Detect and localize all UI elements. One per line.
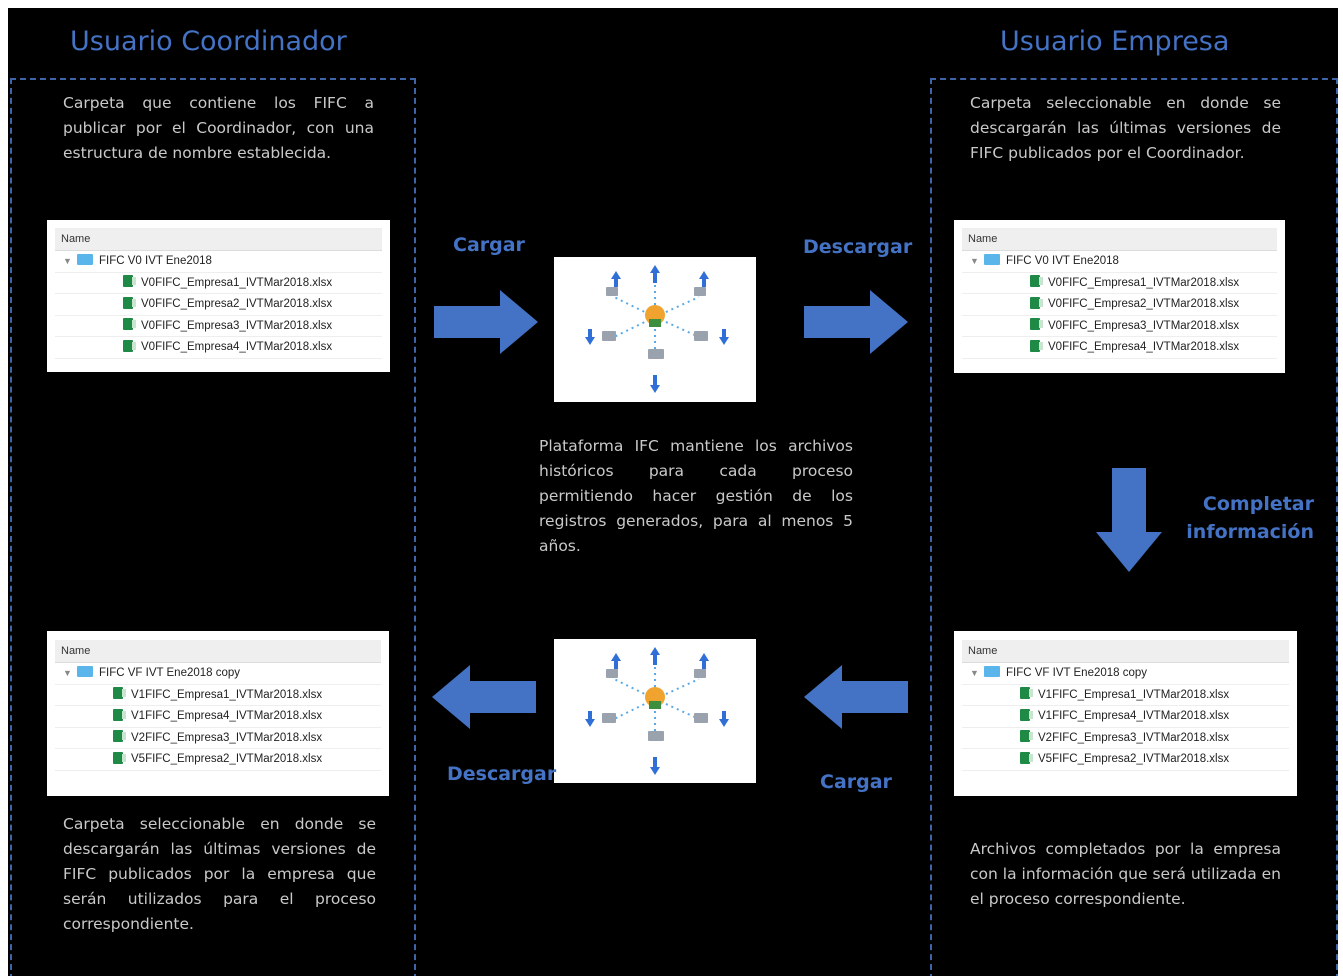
folder-icon xyxy=(77,666,93,678)
file-row[interactable]: V0FIFC_Empresa2_IVTMar2018.xlsx xyxy=(55,294,382,316)
file-row[interactable]: V1FIFC_Empresa1_IVTMar2018.xlsx xyxy=(962,685,1289,706)
description-top-right: Carpeta seleccionable en donde se descar… xyxy=(970,94,1281,162)
column-header[interactable]: Name xyxy=(55,228,382,251)
folder-icon xyxy=(984,254,1000,266)
label-completar-line1: Completar xyxy=(1202,493,1314,515)
folder-name: FIFC VF IVT Ene2018 copy xyxy=(99,667,241,679)
file-name: V0FIFC_Empresa2_IVTMar2018.xlsx xyxy=(141,298,333,310)
platform-image-bottom xyxy=(554,639,756,783)
excel-file-icon xyxy=(1020,751,1033,764)
platform-image-top xyxy=(554,257,756,402)
folder-name: FIFC VF IVT Ene2018 copy xyxy=(1006,667,1148,679)
excel-file-icon xyxy=(123,275,136,288)
folder-row[interactable]: ▼ FIFC VF IVT Ene2018 copy xyxy=(962,663,1289,685)
file-name: V1FIFC_Empresa4_IVTMar2018.xlsx xyxy=(131,710,323,722)
arrow-down-completar-icon xyxy=(1096,468,1162,572)
description-center: Plataforma IFC mantiene los archivos his… xyxy=(539,437,853,555)
file-row[interactable]: V0FIFC_Empresa4_IVTMar2018.xlsx xyxy=(55,337,382,359)
file-name: V5FIFC_Empresa2_IVTMar2018.xlsx xyxy=(1038,753,1230,765)
file-name: V0FIFC_Empresa4_IVTMar2018.xlsx xyxy=(1048,341,1240,353)
heading-usuario-empresa: Usuario Empresa xyxy=(1000,26,1230,57)
file-name: V0FIFC_Empresa3_IVTMar2018.xlsx xyxy=(141,319,333,332)
column-header[interactable]: Name xyxy=(962,640,1289,663)
file-name: V1FIFC_Empresa1_IVTMar2018.xlsx xyxy=(131,688,323,701)
excel-file-icon xyxy=(113,730,126,743)
file-row[interactable]: V2FIFC_Empresa3_IVTMar2018.xlsx xyxy=(962,728,1289,749)
excel-file-icon xyxy=(123,318,136,331)
file-row[interactable]: V5FIFC_Empresa2_IVTMar2018.xlsx xyxy=(55,749,381,771)
label-cargar-bottom: Cargar xyxy=(820,771,892,793)
disclosure-triangle-icon[interactable]: ▼ xyxy=(970,256,979,266)
arrow-left-descargar-icon xyxy=(432,665,536,729)
file-name: V2FIFC_Empresa3_IVTMar2018.xlsx xyxy=(131,731,323,744)
diagram-canvas: Usuario Coordinador Usuario Empresa Carp… xyxy=(8,8,1338,976)
description-bottom-right: Archivos completados por la empresa con … xyxy=(970,840,1281,908)
file-row[interactable]: V0FIFC_Empresa4_IVTMar2018.xlsx xyxy=(962,337,1277,359)
arrow-left-cargar-icon xyxy=(804,665,908,729)
folder-icon xyxy=(984,666,1000,678)
excel-file-icon xyxy=(1020,687,1033,700)
file-row[interactable]: V0FIFC_Empresa3_IVTMar2018.xlsx xyxy=(962,316,1277,337)
disclosure-triangle-icon[interactable]: ▼ xyxy=(63,668,72,678)
file-row[interactable]: V1FIFC_Empresa1_IVTMar2018.xlsx xyxy=(55,685,381,706)
folder-row[interactable]: ▼ FIFC V0 IVT Ene2018 xyxy=(55,251,382,273)
disclosure-triangle-icon[interactable]: ▼ xyxy=(970,668,979,678)
excel-file-icon xyxy=(1020,730,1033,743)
file-row[interactable]: V0FIFC_Empresa1_IVTMar2018.xlsx xyxy=(962,273,1277,294)
excel-file-icon xyxy=(113,708,126,721)
excel-file-icon xyxy=(1030,296,1043,309)
description-top-left: Carpeta que contiene los FIFC a publicar… xyxy=(63,94,374,162)
network-platform-icon xyxy=(585,647,729,775)
coordinador-frame xyxy=(10,78,416,976)
arrow-right-cargar-icon xyxy=(434,290,538,354)
file-name: V5FIFC_Empresa2_IVTMar2018.xlsx xyxy=(131,753,323,765)
network-platform-icon xyxy=(585,265,729,393)
label-cargar-top: Cargar xyxy=(453,234,525,256)
description-bottom-left: Carpeta seleccionable en donde se descar… xyxy=(63,815,376,933)
folder-panel-top-right: Name ▼ FIFC V0 IVT Ene2018 V0FIFC_Empresa… xyxy=(954,220,1285,373)
disclosure-triangle-icon[interactable]: ▼ xyxy=(63,256,72,266)
excel-file-icon xyxy=(113,751,126,764)
label-descargar-top: Descargar xyxy=(803,236,913,258)
column-header[interactable]: Name xyxy=(55,640,381,663)
file-row[interactable]: V0FIFC_Empresa1_IVTMar2018.xlsx xyxy=(55,273,382,294)
excel-file-icon xyxy=(1030,318,1043,331)
excel-file-icon xyxy=(1030,339,1043,352)
file-name: V1FIFC_Empresa1_IVTMar2018.xlsx xyxy=(1038,688,1230,701)
folder-panel-top-left: Name ▼ FIFC V0 IVT Ene2018 V0FIFC_Empresa… xyxy=(47,220,390,372)
excel-file-icon xyxy=(1020,708,1033,721)
folder-name: FIFC V0 IVT Ene2018 xyxy=(99,255,212,267)
file-row[interactable]: V0FIFC_Empresa2_IVTMar2018.xlsx xyxy=(962,294,1277,316)
file-row[interactable]: V0FIFC_Empresa3_IVTMar2018.xlsx xyxy=(55,316,382,337)
column-header[interactable]: Name xyxy=(962,228,1277,251)
arrow-right-descargar-icon xyxy=(804,290,908,354)
file-name: V0FIFC_Empresa1_IVTMar2018.xlsx xyxy=(1048,276,1240,289)
file-row[interactable]: V1FIFC_Empresa4_IVTMar2018.xlsx xyxy=(962,706,1289,728)
excel-file-icon xyxy=(123,296,136,309)
excel-file-icon xyxy=(123,339,136,352)
excel-file-icon xyxy=(113,687,126,700)
file-row[interactable]: V2FIFC_Empresa3_IVTMar2018.xlsx xyxy=(55,728,381,749)
folder-row[interactable]: ▼ FIFC V0 IVT Ene2018 xyxy=(962,251,1277,273)
excel-file-icon xyxy=(1030,275,1043,288)
file-name: V0FIFC_Empresa2_IVTMar2018.xlsx xyxy=(1048,298,1240,310)
file-name: V0FIFC_Empresa1_IVTMar2018.xlsx xyxy=(141,276,333,289)
heading-usuario-coordinador: Usuario Coordinador xyxy=(70,26,347,57)
folder-panel-bottom-left: Name ▼ FIFC VF IVT Ene2018 copy V1FIFC_Em… xyxy=(47,631,389,796)
folder-panel-bottom-right: Name ▼ FIFC VF IVT Ene2018 copy V1FIFC_Em… xyxy=(954,631,1297,796)
file-row[interactable]: V5FIFC_Empresa2_IVTMar2018.xlsx xyxy=(962,749,1289,771)
file-name: V0FIFC_Empresa3_IVTMar2018.xlsx xyxy=(1048,319,1240,332)
folder-name: FIFC V0 IVT Ene2018 xyxy=(1006,255,1119,267)
empresa-frame xyxy=(930,78,1338,976)
folder-icon xyxy=(77,254,93,266)
label-completar-informacion: Completar información xyxy=(1178,490,1314,546)
label-descargar-bottom: Descargar xyxy=(447,763,557,785)
file-row[interactable]: V1FIFC_Empresa4_IVTMar2018.xlsx xyxy=(55,706,381,728)
file-name: V2FIFC_Empresa3_IVTMar2018.xlsx xyxy=(1038,731,1230,744)
file-name: V0FIFC_Empresa4_IVTMar2018.xlsx xyxy=(141,341,333,353)
file-name: V1FIFC_Empresa4_IVTMar2018.xlsx xyxy=(1038,710,1230,722)
folder-row[interactable]: ▼ FIFC VF IVT Ene2018 copy xyxy=(55,663,381,685)
label-completar-line2: información xyxy=(1186,521,1314,543)
